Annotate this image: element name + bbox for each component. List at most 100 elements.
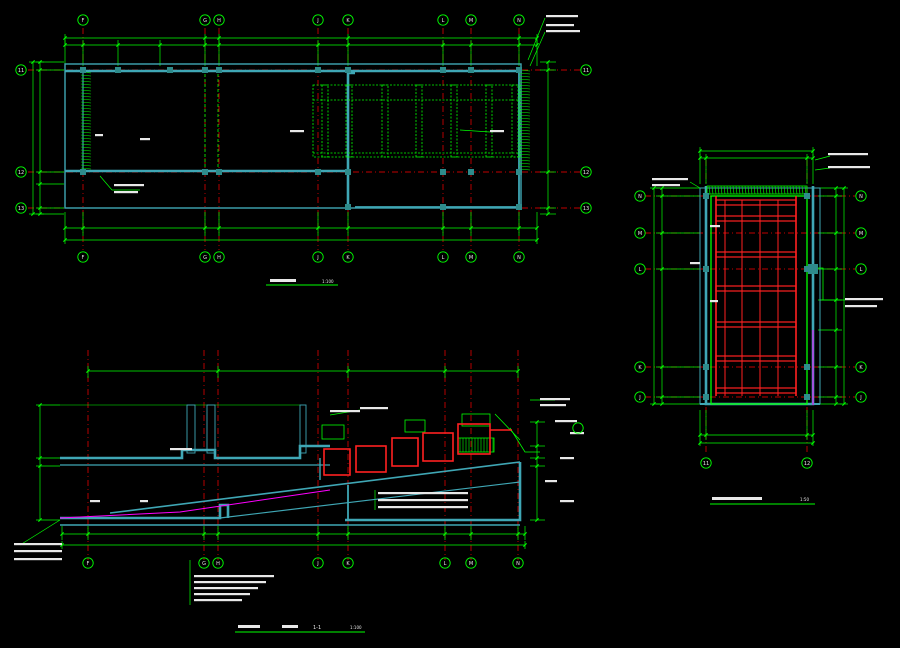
detail-top-dim-2-tick — [698, 149, 702, 153]
section-bottom-bubble-K: K — [342, 557, 354, 569]
detail-roof-hatch — [723, 185, 726, 195]
detail-roof-hatch — [753, 185, 756, 195]
plan-bottom-dim-1-tick — [441, 226, 445, 230]
detail-roof-hatch — [756, 185, 759, 195]
axis-bubble-label: F — [82, 18, 85, 24]
plan-framing-post-5 — [485, 84, 493, 158]
section-bottom-dim-1-tick — [60, 532, 64, 536]
plan-leader-2 — [527, 17, 546, 61]
axis-bubble-label: M — [638, 231, 642, 237]
axis-bubble-circle — [437, 251, 449, 263]
plan-bottom-dim-1-tick — [217, 226, 221, 230]
detail-note-3 — [828, 166, 870, 169]
axis-bubble-circle — [465, 251, 477, 263]
axis-bubble-circle — [634, 227, 646, 239]
detail-roof-hatch — [744, 185, 747, 195]
axis-bubble-label: 12 — [18, 170, 24, 176]
plan-top-dim-1-tick — [203, 43, 207, 47]
plan-top-dim-1-tick — [158, 43, 162, 47]
detail-roof-hatch — [738, 185, 741, 195]
detail-roof-hatch — [780, 185, 783, 195]
plan-bottom-bubble-K: K — [342, 251, 354, 263]
axis-bubble-circle — [212, 557, 224, 569]
section-right-dim-tick — [535, 464, 539, 468]
axis-bubble-label: M — [469, 561, 473, 567]
detail-red-beam-3 — [715, 285, 797, 292]
section-callout-bubble — [572, 422, 584, 434]
plan-right-dim-1-tick — [546, 206, 550, 210]
plan-column-4 — [216, 67, 222, 73]
plan-hatch-left — [80, 122, 92, 125]
plan-leader-4 — [459, 129, 491, 133]
detail-left-bubble-L: L — [634, 263, 646, 275]
plan-column-12 — [216, 169, 222, 175]
detail-right-dim-1-tick — [834, 365, 838, 369]
plan-hatch-right — [518, 81, 531, 84]
axis-bubble-label: N — [517, 255, 521, 261]
plan-hatch-right — [518, 102, 531, 105]
section-ridge-line-2 — [509, 427, 540, 453]
section-bottom-dim-1-tick — [469, 532, 473, 536]
detail-roof-hatch — [801, 185, 804, 195]
detail-left-dim-2-tick — [652, 186, 656, 190]
section-top-dim-tick — [443, 369, 447, 373]
dimension-layer — [19, 17, 848, 605]
detail-left-dim-1-tick — [660, 186, 664, 190]
section-level-note-6 — [545, 480, 557, 483]
plan-column-10 — [80, 169, 86, 175]
detail-leader-3 — [814, 167, 831, 171]
detail-red-beam-5 — [715, 355, 797, 362]
axis-bubble-circle — [513, 251, 525, 263]
plan-bottom-dim-1-tick — [63, 226, 67, 230]
plan-hatch-left — [80, 146, 92, 149]
plan-hatch-right — [518, 75, 531, 78]
plan-bottom-dim-1-tick — [517, 226, 521, 230]
plan-top-bubble-F: F — [77, 14, 89, 26]
section-bottom-bubble-F: F — [82, 557, 94, 569]
plan-bottom-bubble-J: J — [312, 251, 324, 263]
axis-bubble-label: 12 — [583, 170, 589, 176]
plan-column-2 — [167, 67, 173, 73]
plan-hatch-right — [518, 72, 531, 75]
plan-hatch-right — [518, 90, 531, 93]
axis-bubble-circle — [855, 391, 867, 403]
plan-left-bubble-12: 12 — [15, 166, 27, 178]
plan-title-text-mark — [270, 279, 296, 282]
plan-bottom-bubble-N: N — [513, 251, 525, 263]
section-bottom-dim-2-tick — [523, 543, 527, 547]
detail-right-bubble-K: K — [855, 361, 867, 373]
plan-note-5 — [290, 130, 304, 133]
axis-bubble-circle — [198, 557, 210, 569]
plan-framing-post-3 — [415, 84, 423, 158]
section-right-dim-tick — [535, 518, 539, 522]
section-slab-note-1 — [378, 499, 468, 502]
plan-left-bubble-13: 13 — [15, 202, 27, 214]
detail-title-text-mark — [712, 497, 762, 500]
section-column-above-2 — [299, 404, 307, 454]
detail-bottom-bubble-12: 12 — [801, 457, 813, 469]
axis-bubble-circle — [342, 14, 354, 26]
plan-column-16 — [468, 169, 474, 175]
section-slab-note-0 — [378, 492, 468, 495]
plan-right-bubble-13: 13 — [580, 202, 592, 214]
plan-hatch-right — [518, 105, 531, 108]
detail-roof-hatch — [789, 185, 792, 195]
plan-right-dim-1-tick — [546, 60, 550, 64]
axis-bubble-label: G — [203, 255, 207, 261]
plan-column-11 — [202, 169, 208, 175]
plan-hatch-left — [80, 167, 92, 170]
detail-leader-2 — [814, 155, 831, 161]
section-ramp-slab-lower — [219, 481, 521, 519]
plan-hatch-right — [518, 159, 531, 162]
section-view-scale: 1:100 — [350, 625, 362, 630]
plan-column-17 — [516, 169, 522, 175]
section-note-3 — [555, 420, 577, 423]
detail-roof-hatch — [783, 185, 786, 195]
red-framing-layer — [323, 196, 797, 476]
section-level-note-1 — [170, 448, 192, 451]
plan-hatch-right — [518, 144, 531, 147]
plan-framing-post-4 — [450, 84, 458, 158]
axis-bubble-label: J — [316, 18, 318, 24]
